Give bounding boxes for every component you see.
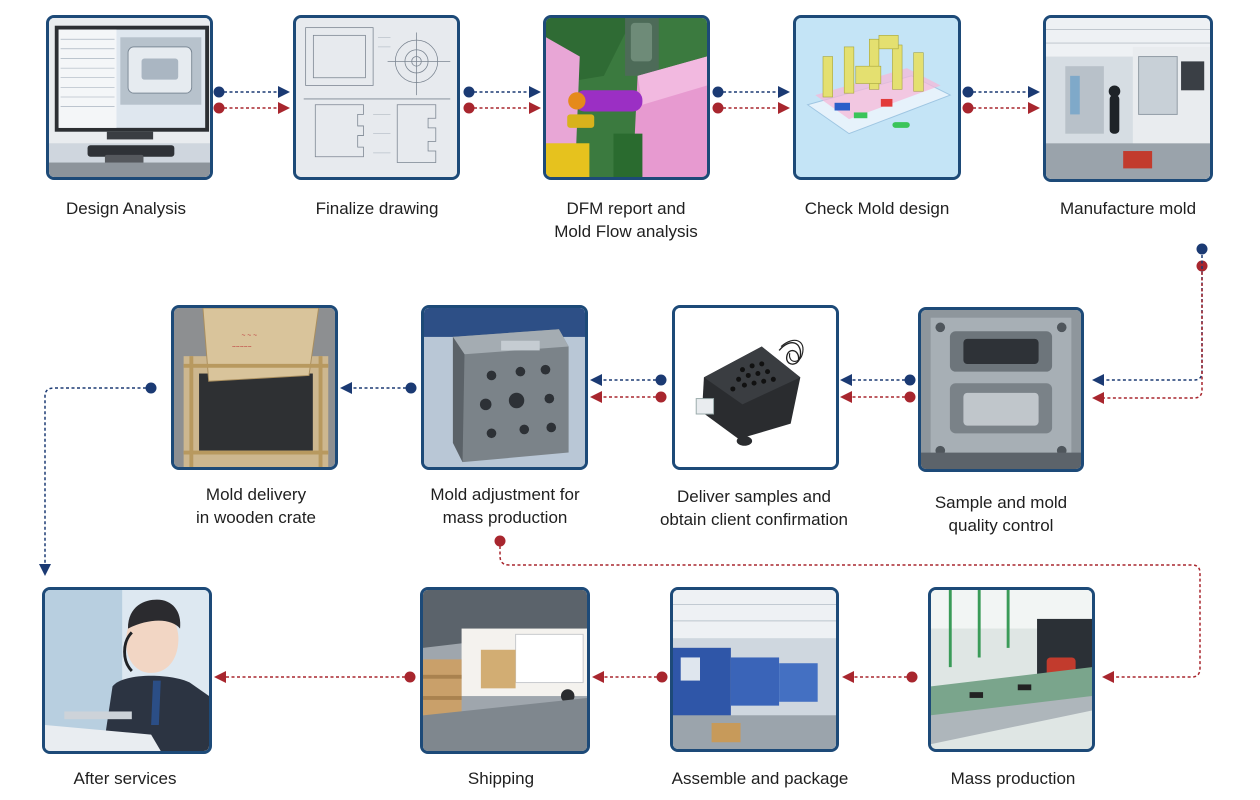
arrowhead-icon bbox=[590, 374, 602, 386]
label-line: Design Analysis bbox=[65, 199, 186, 218]
connector-dot bbox=[904, 374, 916, 386]
sample-quality-control-image bbox=[918, 307, 1084, 472]
arrowhead-icon bbox=[840, 391, 852, 403]
label-line: quality control bbox=[948, 516, 1054, 535]
finalize-drawing-image bbox=[293, 15, 460, 180]
arrowhead-icon bbox=[1028, 86, 1040, 98]
design-analysis-image bbox=[46, 15, 213, 180]
mass-production-label: Mass production bbox=[893, 767, 1133, 790]
arrowhead-icon bbox=[590, 391, 602, 403]
arrowhead-icon bbox=[592, 671, 604, 683]
arrowhead-icon bbox=[340, 382, 352, 394]
shipping-label: Shipping bbox=[381, 767, 621, 790]
label-line: Mold delivery bbox=[205, 485, 307, 504]
connector-dot bbox=[213, 102, 225, 114]
design-analysis-label: Design Analysis bbox=[6, 197, 246, 220]
dfm-report-image bbox=[543, 15, 710, 180]
connector-dot bbox=[494, 535, 506, 547]
dfm-report-label: DFM report and Mold Flow analysis bbox=[506, 197, 746, 243]
connector-dot bbox=[213, 86, 225, 98]
connector-dot bbox=[655, 391, 667, 403]
label-line: Manufacture mold bbox=[1059, 199, 1197, 218]
arrowhead-icon bbox=[840, 374, 852, 386]
finalize-drawing-label: Finalize drawing bbox=[257, 197, 497, 220]
arrowhead-icon bbox=[842, 671, 854, 683]
label-line: Shipping bbox=[467, 769, 535, 788]
check-mold-design-image bbox=[793, 15, 961, 180]
arrowhead-icon bbox=[278, 102, 290, 114]
mass-production-image bbox=[928, 587, 1095, 752]
label-line: Mass production bbox=[950, 769, 1076, 788]
connector-dot bbox=[405, 382, 417, 394]
after-services-label: After services bbox=[5, 767, 245, 790]
assemble-package-label: Assemble and package bbox=[640, 767, 880, 790]
arrowhead-icon bbox=[1092, 374, 1104, 386]
arrowhead-icon bbox=[529, 86, 541, 98]
label-line: Assemble and package bbox=[671, 769, 849, 788]
connector-dot bbox=[962, 102, 974, 114]
connector-dot bbox=[404, 671, 416, 683]
shipping-image bbox=[420, 587, 590, 754]
connector-dot bbox=[463, 86, 475, 98]
label-line: Sample and mold bbox=[934, 493, 1068, 512]
sample-quality-control-label: Sample and mold quality control bbox=[881, 491, 1121, 537]
manufacture-mold-label: Manufacture mold bbox=[1008, 197, 1248, 220]
label-line: After services bbox=[73, 769, 177, 788]
dashed-connector bbox=[1104, 255, 1203, 381]
assemble-package-image bbox=[670, 587, 839, 752]
dashed-connector bbox=[499, 546, 1201, 678]
label-line: Mold Flow analysis bbox=[554, 222, 698, 241]
svg-text:~ ~ ~: ~ ~ ~ bbox=[241, 332, 257, 339]
connector-dot bbox=[655, 374, 667, 386]
check-mold-design-label: Check Mold design bbox=[757, 197, 997, 220]
label-line: Deliver samples and bbox=[676, 487, 831, 506]
mold-adjustment-image bbox=[421, 305, 588, 470]
label-line: in wooden crate bbox=[195, 508, 317, 527]
mold-adjustment-label: Mold adjustment for mass production bbox=[385, 483, 625, 529]
arrowhead-icon bbox=[1092, 392, 1104, 404]
label-line: Finalize drawing bbox=[315, 199, 439, 218]
dashed-connector bbox=[44, 387, 146, 564]
connector-dot bbox=[712, 102, 724, 114]
arrowhead-icon bbox=[214, 671, 226, 683]
arrowhead-icon bbox=[778, 86, 790, 98]
connector-dot bbox=[904, 391, 916, 403]
label-line: mass production bbox=[442, 508, 568, 527]
svg-text:~~~~~: ~~~~~ bbox=[232, 343, 252, 350]
label-line: Mold adjustment for bbox=[430, 485, 580, 504]
after-services-image bbox=[42, 587, 212, 754]
manufacture-mold-image bbox=[1043, 15, 1213, 182]
connector-dot bbox=[1196, 243, 1208, 255]
deliver-samples-image bbox=[672, 305, 839, 470]
mold-delivery-image: ~ ~ ~ ~~~~~ bbox=[171, 305, 338, 470]
label-line: DFM report and bbox=[566, 199, 686, 218]
arrowhead-icon bbox=[778, 102, 790, 114]
mold-delivery-label: Mold delivery in wooden crate bbox=[136, 483, 376, 529]
label-line: Check Mold design bbox=[804, 199, 950, 218]
connector-dot bbox=[712, 86, 724, 98]
arrowhead-icon bbox=[1028, 102, 1040, 114]
connector-dot bbox=[656, 671, 668, 683]
connector-dot bbox=[463, 102, 475, 114]
dashed-connector bbox=[1104, 272, 1203, 399]
connector-dot bbox=[962, 86, 974, 98]
connector-dot bbox=[906, 671, 918, 683]
arrowhead-icon bbox=[39, 564, 51, 576]
deliver-samples-label: Deliver samples and obtain client confir… bbox=[634, 485, 874, 531]
arrowhead-icon bbox=[1102, 671, 1114, 683]
arrowhead-icon bbox=[278, 86, 290, 98]
connector-dot bbox=[145, 382, 157, 394]
label-line: obtain client confirmation bbox=[659, 510, 849, 529]
arrowhead-icon bbox=[529, 102, 541, 114]
